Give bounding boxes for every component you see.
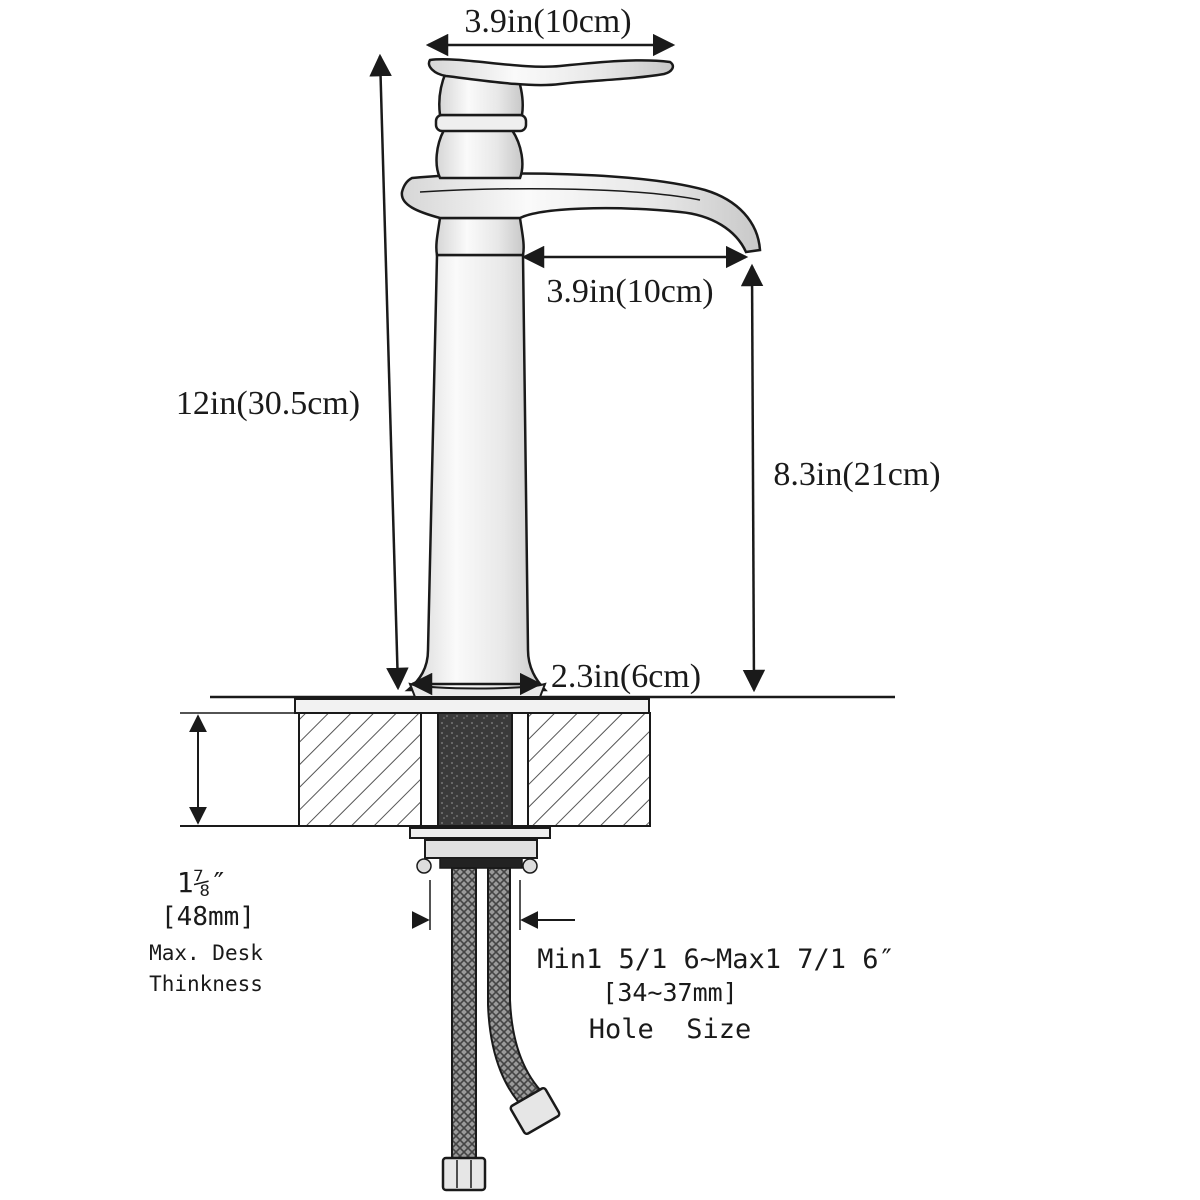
hose-nut-left xyxy=(441,1156,487,1192)
dimension-lines xyxy=(189,33,766,930)
mounting-hardware xyxy=(409,827,551,874)
desk-thickness-metric: [48mm] xyxy=(161,902,255,932)
countertop xyxy=(180,695,895,834)
faucet-neck xyxy=(435,216,525,257)
mounting-nut xyxy=(424,839,538,859)
supply-hose-right xyxy=(487,867,550,1114)
mounting-washer xyxy=(409,827,551,839)
faucet xyxy=(400,58,762,698)
mounting-screw-left xyxy=(416,858,432,874)
hole-size-range: Min1 5/1 6~Max1 7/1 6″ xyxy=(537,944,895,975)
faucet-column xyxy=(404,253,548,692)
total-height-arrow xyxy=(369,53,409,691)
mounting-shank xyxy=(437,712,513,834)
faucet-handle xyxy=(427,58,675,87)
mounting-gasket xyxy=(439,857,523,869)
mounting-screw-right xyxy=(522,858,538,874)
supply-hoses xyxy=(441,867,561,1192)
supply-hose-left xyxy=(451,867,477,1161)
spout-reach-label: 3.9in(10cm) xyxy=(546,273,713,310)
faucet-collar xyxy=(434,113,528,133)
desk-section-left xyxy=(298,712,422,827)
desk-thickness-caption-1: Max. Desk xyxy=(149,941,263,965)
desk-thickness-imperial: 1⅞″ xyxy=(177,866,228,899)
handle-width-label: 3.9in(10cm) xyxy=(464,3,631,40)
desk-thickness-caption-2: Thinkness xyxy=(149,972,263,996)
hole-size-metric: [34~37mm] xyxy=(602,978,737,1007)
faucet-valve-body xyxy=(435,128,524,180)
labels: 3.9in(10cm) 3.9in(10cm) 12in(30.5cm) 8.3… xyxy=(149,3,940,1045)
desk-section-right xyxy=(527,712,651,827)
spout-height-arrow xyxy=(740,263,766,693)
hose-nut-right xyxy=(509,1086,561,1136)
base-diameter-label: 2.3in(6cm) xyxy=(551,658,701,695)
base-plate xyxy=(294,698,650,714)
hole-size-caption: Hole Size xyxy=(589,1014,752,1045)
total-height-label: 12in(30.5cm) xyxy=(176,385,360,422)
spout-height-label: 8.3in(21cm) xyxy=(773,456,940,493)
